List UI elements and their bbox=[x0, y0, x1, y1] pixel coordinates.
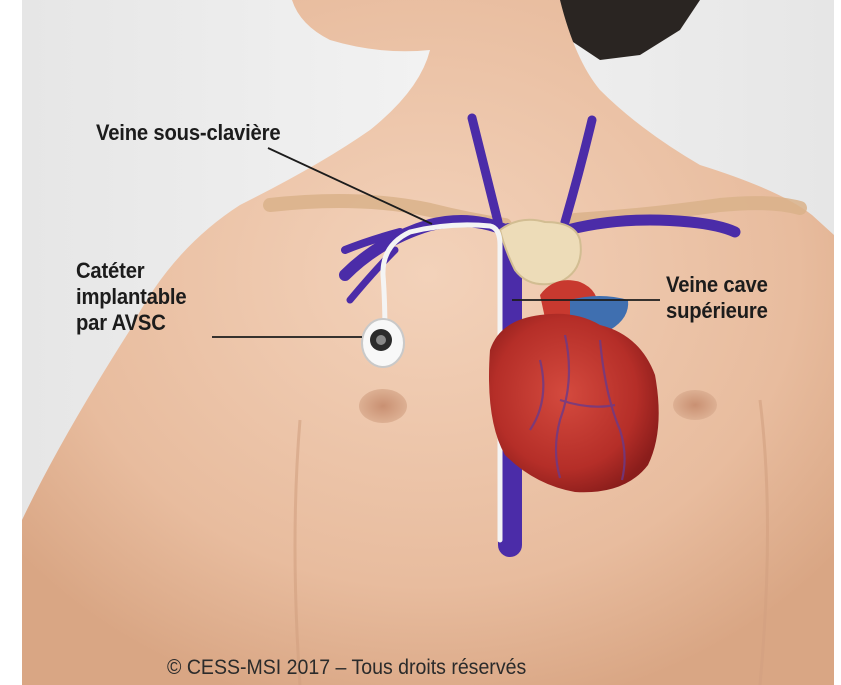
label-superior-vena-cava: Veine cave supérieure bbox=[666, 272, 768, 324]
implantable-port bbox=[362, 319, 404, 367]
label-line: implantable bbox=[76, 284, 186, 310]
left-white-margin bbox=[0, 0, 22, 685]
right-white-margin bbox=[834, 0, 841, 685]
label-line: Veine sous-clavière bbox=[96, 120, 280, 146]
label-catheter: Catéter implantable par AVSC bbox=[76, 258, 186, 336]
label-subclavian-vein: Veine sous-clavière bbox=[96, 120, 280, 146]
copyright-notice: © CESS-MSI 2017 – Tous droits réservés bbox=[167, 656, 526, 680]
left-nipple bbox=[359, 389, 407, 423]
label-line: supérieure bbox=[666, 298, 768, 324]
label-line: Catéter bbox=[76, 258, 186, 284]
label-line: par AVSC bbox=[76, 310, 186, 336]
label-line: Veine cave bbox=[666, 272, 768, 298]
right-nipple bbox=[673, 390, 717, 420]
